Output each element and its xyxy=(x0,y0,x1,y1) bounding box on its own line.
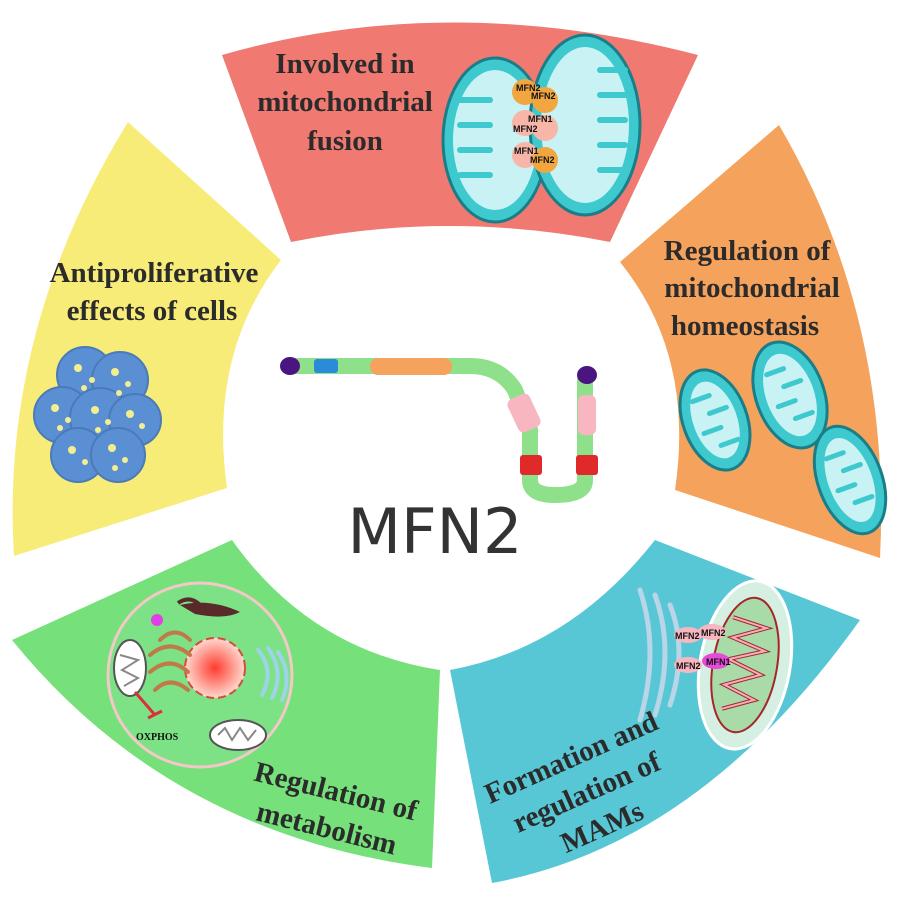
fusion-label-2: MFN2 xyxy=(531,91,556,101)
segment-antiproliferative-bg xyxy=(12,122,281,556)
fusion-label-4: MFN2 xyxy=(513,124,538,134)
mams-label-1: MFN2 xyxy=(675,631,700,641)
mfn2-protein-structure xyxy=(280,357,598,503)
er-mitochondria-contact-illustration: MFN2 MFN2 MFN2 MFN1 xyxy=(637,579,794,751)
antiproliferative-title-line-2: effects of cells xyxy=(67,295,238,327)
domain-hr1 xyxy=(507,393,541,433)
mams-label-4: MFN1 xyxy=(706,657,731,667)
cell-cluster-illustration xyxy=(33,346,162,483)
center-title: MFN2 xyxy=(348,495,523,568)
domain-gtpase xyxy=(370,358,452,375)
homeostasis-title-line-1: Regulation of xyxy=(664,235,831,267)
cell-metabolism-illustration: OXPHOS xyxy=(106,581,294,769)
fusion-title-line-1: Involved in xyxy=(275,48,414,80)
antiproliferative-title-line-1: Antiproliferative xyxy=(50,257,259,289)
homeostasis-title-line-3: homeostasis xyxy=(671,310,819,342)
fusion-label-1: MFN2 xyxy=(516,83,541,93)
fusion-label-3: MFN1 xyxy=(528,114,553,124)
fusion-title-line-2: mitochondrial xyxy=(257,86,433,118)
fusion-title-line-3: fusion xyxy=(307,125,383,157)
mitochondria-group-illustration xyxy=(678,340,888,536)
mams-label-2: MFN2 xyxy=(701,628,726,638)
domain-blue xyxy=(314,359,338,373)
mams-label-3: MFN2 xyxy=(676,661,701,671)
fusion-label-5: MFN1 xyxy=(514,146,539,156)
domain-n-terminus xyxy=(280,357,300,375)
domain-hr2 xyxy=(578,395,596,435)
domain-tm2 xyxy=(576,455,598,475)
fusing-mitochondria-illustration: MFN2 MFN2 MFN1 MFN2 MFN1 MFN2 xyxy=(441,33,642,224)
homeostasis-title-line-2: mitochondrial xyxy=(664,272,840,304)
domain-tm1 xyxy=(520,455,542,475)
fusion-label-6: MFN2 xyxy=(530,155,555,165)
domain-c-terminus xyxy=(577,366,597,384)
oxphos-label: OXPHOS xyxy=(136,732,179,743)
